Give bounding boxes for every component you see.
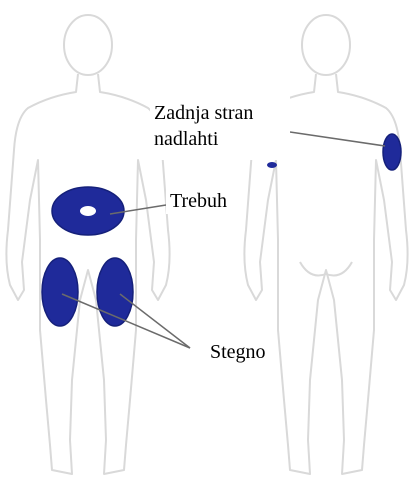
thigh-label: Stegno (210, 339, 266, 365)
arm-leader-line (290, 132, 385, 146)
abdomen-label: Trebuh (166, 188, 231, 214)
upper-arm-site (383, 134, 401, 170)
left-thigh-site (42, 258, 78, 326)
upper-arm-site-edge (267, 162, 277, 168)
arm-label: Zadnja stran nadlahti (150, 96, 290, 160)
thigh-leader-line-right (120, 294, 190, 348)
abdomen-site (52, 187, 124, 235)
back-body-outline (244, 15, 407, 474)
arm-label-line2: nadlahti (154, 126, 290, 152)
front-body-outline (6, 15, 169, 474)
arm-label-line1: Zadnja stran (154, 100, 290, 126)
